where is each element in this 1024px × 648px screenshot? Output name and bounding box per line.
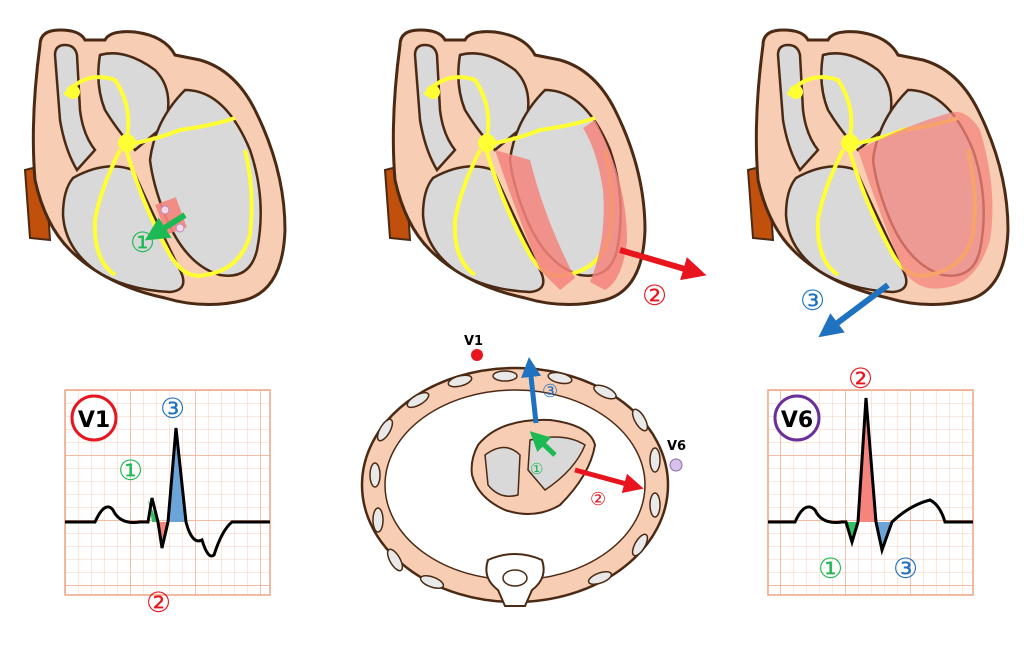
vector-1-arrow [144,212,187,241]
electrode-v6 [669,458,683,472]
ecg-v6-marker-1: ① [818,552,843,585]
ecg-v6-marker-3: ③ [893,552,918,585]
heart-phase-1 [23,28,287,307]
vector-2-arrow [619,247,707,281]
lead-v1-label: V1 [78,408,110,433]
ecg-v1-marker-2: ② [146,586,171,619]
lead-v1-badge [70,394,118,442]
ecg-v1-marker-3: ③ [160,392,185,425]
ecg-v6-panel: V6 ② ① ③ [767,362,974,596]
heart-phase-2 [383,28,707,307]
section-vector-1 [529,431,557,457]
thorax-cross-section [360,349,683,607]
electrode-v1 [471,349,483,361]
section-marker-1: ① [530,460,543,478]
lead-v6-label: V6 [781,408,813,433]
section-vector-3 [521,357,542,424]
vector-2-label: ② [642,279,667,312]
section-vector-2 [574,467,644,494]
vector-3-arrow [818,282,890,338]
section-v6-label: V6 [667,439,686,454]
section-marker-2: ② [590,489,606,510]
ecg-v6-marker-2: ② [848,362,873,395]
vector-3-label: ③ [800,284,825,317]
vector-1-label: ① [130,226,155,259]
heart-phase-3 [746,28,1010,338]
ecg-v1-panel: V1 ① ② ③ [64,389,271,619]
lead-v6-badge [773,394,821,442]
section-v1-label: V1 [464,334,483,349]
section-marker-3: ③ [542,381,558,402]
ecg-v1-marker-1: ① [118,454,143,487]
